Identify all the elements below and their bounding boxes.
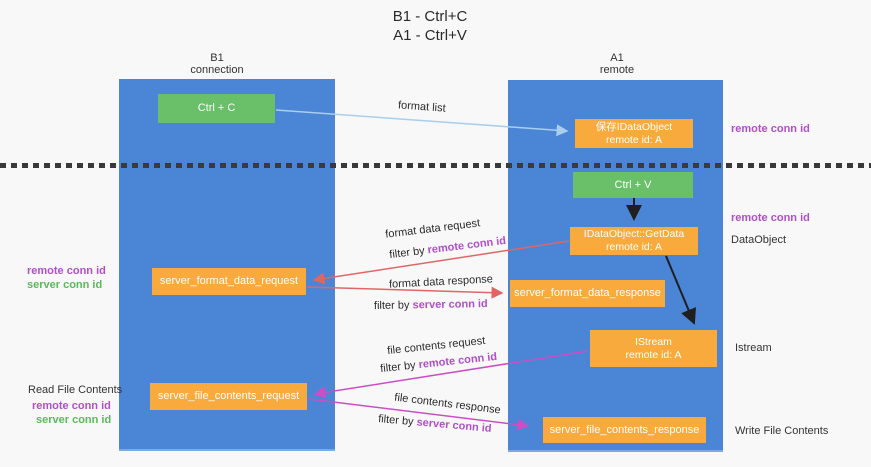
label-filter-file-request-prefix: filter by — [379, 359, 420, 376]
node-server-file-contents-response-label: server_file_contents_response — [549, 423, 700, 436]
annotation-server-conn-id-left-top: server conn id — [27, 279, 103, 291]
node-ctrl-v: Ctrl + V — [573, 172, 693, 198]
label-format-list: format list — [397, 99, 447, 115]
label-filter-file-request-highlight: remote conn id — [417, 350, 498, 372]
label-filter-format-response-prefix: filter by — [373, 299, 413, 312]
node-ctrl-v-label: Ctrl + V — [614, 178, 652, 191]
label-file-contents-response: file contents response — [393, 391, 502, 417]
label-filter-format-response: filter by server conn id — [374, 298, 488, 312]
annotation-remote-conn-id-left-top: remote conn id — [27, 265, 106, 277]
annotation-remote-conn-id-left-bottom: remote conn id — [32, 400, 111, 412]
title-line-2: A1 - Ctrl+V — [393, 27, 467, 44]
node-server-file-contents-request: server_file_contents_request — [150, 383, 307, 410]
node-idataobject-getdata: IDataObject::GetData remote id: A — [570, 227, 698, 255]
right-column-header-sub: remote — [599, 64, 635, 76]
annotation-dataobject: DataObject — [731, 234, 787, 246]
right-column-header-name: A1 — [610, 52, 624, 64]
annotation-istream: Istream — [735, 342, 772, 354]
annotation-read-file-contents: Read File Contents — [28, 384, 123, 396]
node-istream-line1: IStream — [635, 335, 672, 348]
node-server-format-data-request-label: server_format_data_request — [159, 275, 299, 287]
node-idataobject-getdata-line2: remote id: A — [605, 241, 663, 253]
label-filter-file-response-prefix: filter by — [377, 413, 418, 429]
node-server-format-data-response-label: server_format_data_response — [514, 287, 661, 299]
label-filter-file-response-highlight: server conn id — [416, 416, 493, 435]
node-server-format-data-response: server_format_data_response — [510, 280, 665, 307]
label-filter-file-response: filter by server conn id — [378, 413, 492, 435]
label-filter-format-request: filter by remote conn id — [389, 235, 507, 261]
label-filter-format-request-highlight: remote conn id — [426, 234, 507, 257]
annotation-server-conn-id-left-bottom: server conn id — [36, 414, 112, 426]
node-save-idataobject-line2: remote id: A — [605, 133, 663, 146]
node-ctrl-c: Ctrl + C — [158, 94, 275, 123]
left-column-header-sub: connection — [190, 64, 244, 76]
diagram-title: B1 - Ctrl+C A1 - Ctrl+V — [330, 7, 530, 45]
node-save-idataobject-line1: 保存IDataObject — [595, 120, 673, 133]
annotation-write-file-contents: Write File Contents — [735, 425, 829, 437]
annotation-remote-conn-id-mid-right: remote conn id — [731, 212, 810, 224]
node-istream: IStream remote id: A — [590, 330, 717, 367]
node-idataobject-getdata-line1: IDataObject::GetData — [583, 228, 685, 240]
left-column-header: B1 connection — [157, 52, 277, 76]
node-ctrl-c-label: Ctrl + C — [197, 102, 236, 114]
node-server-format-data-request: server_format_data_request — [152, 268, 306, 295]
copy-paste-divider-dashed-line — [0, 163, 871, 168]
node-server-file-contents-request-label: server_file_contents_request — [157, 390, 300, 402]
title-line-1: B1 - Ctrl+C — [392, 8, 468, 25]
label-filter-format-response-highlight: server conn id — [412, 298, 488, 312]
node-server-file-contents-response: server_file_contents_response — [543, 417, 706, 443]
label-format-data-request: format data request — [384, 217, 481, 241]
left-column-header-name: B1 — [210, 52, 224, 64]
node-save-idataobject: 保存IDataObject remote id: A — [575, 119, 693, 148]
label-filter-format-request-prefix: filter by — [388, 244, 429, 262]
node-istream-line2: remote id: A — [625, 348, 682, 361]
label-format-data-response: format data response — [388, 273, 494, 291]
annotation-remote-conn-id-top-right: remote conn id — [731, 123, 810, 135]
right-column-header: A1 remote — [557, 52, 677, 76]
